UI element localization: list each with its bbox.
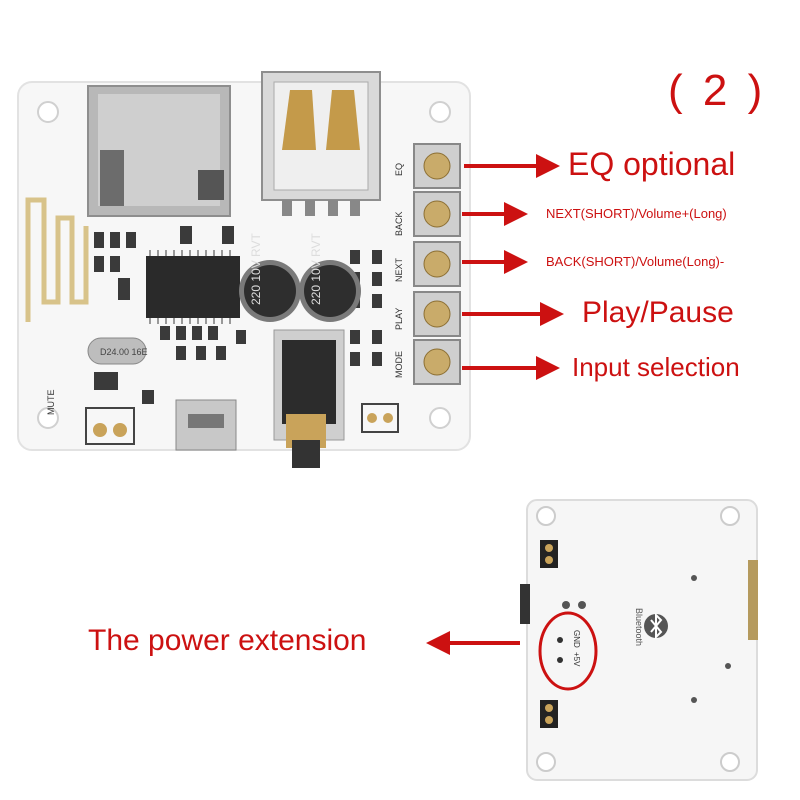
smd-components: [94, 226, 382, 404]
usb-port: [261, 71, 381, 216]
svg-text:BACK: BACK: [394, 211, 404, 236]
svg-text:Bluetooth: Bluetooth: [634, 608, 644, 646]
callout-arrows: [426, 154, 564, 655]
button-next[interactable]: NEXT: [394, 241, 461, 287]
button-eq[interactable]: EQ: [394, 143, 461, 189]
label-power-extension: The power extension: [88, 624, 367, 657]
back-board: Bluetooth GND +5V: [520, 499, 758, 781]
svg-text:EQ: EQ: [394, 163, 404, 176]
svg-text:D24.00 16E: D24.00 16E: [100, 347, 148, 357]
button-mode[interactable]: MODE: [394, 339, 461, 385]
button-play[interactable]: PLAY: [394, 291, 461, 337]
svg-text:PLAY: PLAY: [394, 308, 404, 330]
mute-terminal: MUTE: [46, 390, 135, 445]
label-back-volume-down: BACK(SHORT)/Volume(Long)-: [546, 254, 725, 269]
front-board: 220 10V RVT 220 10V RVT D24.00 16E: [17, 71, 471, 468]
solder-pads: [361, 403, 399, 433]
label-input-selection: Input selection: [572, 352, 740, 382]
svg-text:NEXT: NEXT: [394, 257, 404, 282]
pcb-antenna: [25, 197, 89, 322]
power-extension-highlight: [538, 611, 598, 691]
bluetooth-logo: Bluetooth: [634, 608, 668, 646]
svg-text:220 10V RVT: 220 10V RVT: [309, 233, 323, 305]
sd-card-slot: [87, 85, 231, 217]
label-eq-optional: EQ optional: [568, 146, 736, 182]
svg-text:220 10V RVT: 220 10V RVT: [249, 233, 263, 305]
svg-text:GND: GND: [572, 630, 581, 648]
capacitor-2: 220 10V RVT: [299, 233, 361, 322]
svg-text:MUTE: MUTE: [46, 390, 56, 416]
svg-text:MODE: MODE: [394, 351, 404, 378]
label-next-volume-up: NEXT(SHORT)/Volume+(Long): [546, 206, 727, 221]
audio-jack: [273, 329, 345, 468]
crystal: D24.00 16E: [87, 337, 148, 365]
capacitor-1: 220 10V RVT: [239, 233, 301, 322]
button-back[interactable]: BACK: [394, 191, 461, 237]
panel-number: ( 2 ): [668, 66, 767, 115]
micro-usb-port: [175, 399, 237, 451]
svg-text:+5V: +5V: [572, 652, 581, 667]
power-extension-pads: GND +5V: [557, 630, 581, 667]
main-chip: [146, 250, 240, 324]
label-play-pause: Play/Pause: [582, 296, 734, 329]
